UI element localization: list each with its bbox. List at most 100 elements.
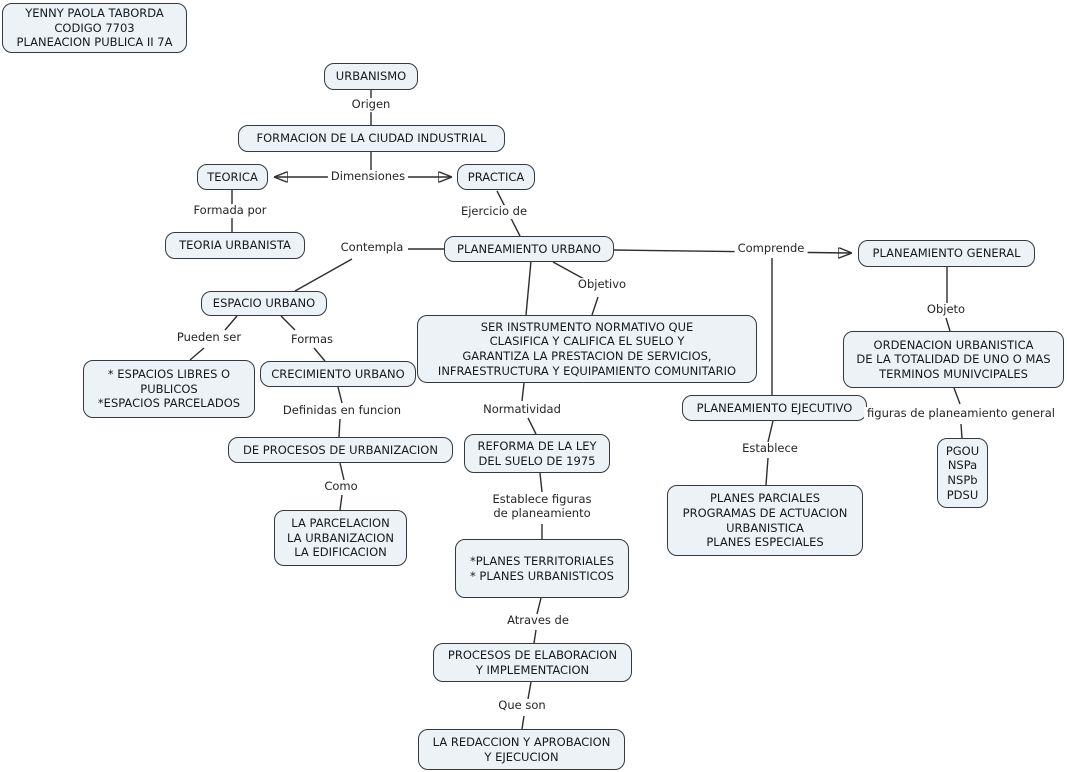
link-label-comprende[interactable]: Comprende <box>734 241 808 256</box>
node-planeamiento-urbano[interactable]: PLANEAMIENTO URBANO <box>444 236 614 262</box>
connector-line <box>294 258 353 292</box>
node-text-line: URBANISTICA <box>726 520 804 535</box>
node-text-line: ESPACIO URBANO <box>212 296 316 311</box>
node-text-line: YENNY PAOLA TABORDA <box>25 6 164 21</box>
connector-line <box>527 681 532 700</box>
connector-line <box>338 418 341 438</box>
node-practica[interactable]: PRACTICA <box>457 164 535 190</box>
connector-line <box>539 472 543 493</box>
node-text-line: LA REDACCION Y APROBACION <box>432 734 611 749</box>
connector-line <box>339 494 343 511</box>
node-text-line: GARANTIZA LA PRESTACION DE SERVICIOS, <box>462 349 712 363</box>
link-label-atraves-de[interactable]: Atraves de <box>504 613 572 628</box>
link-label-contempla[interactable]: Contempla <box>337 240 407 255</box>
node-crecimiento-urbano[interactable]: CRECIMIENTO URBANO <box>260 361 416 387</box>
link-label-text-line: Formada por <box>193 203 267 218</box>
link-label-text-line: de planeamiento <box>493 506 591 520</box>
node-text-line: CLASIFICA Y CALIFICA EL SUELO Y <box>489 334 685 349</box>
node-text-line: PROGRAMAS DE ACTUACION <box>682 505 848 520</box>
link-label-text-line: Normatividad <box>483 402 561 417</box>
link-label-objetivo[interactable]: Objetivo <box>574 277 630 292</box>
link-label-como[interactable]: Como <box>321 479 361 494</box>
node-text-line: PROCESOS DE ELABORACION <box>447 647 618 662</box>
link-label-text-line: figuras de planeamiento general <box>867 406 1055 421</box>
link-label-text-line: Que son <box>498 698 546 713</box>
link-label-establece[interactable]: Establece <box>739 441 801 456</box>
link-label-origen[interactable]: Origen <box>348 97 394 112</box>
node-text-line: NSPb <box>947 473 978 487</box>
node-text-line: PLANEAMIENTO EJECUTIVO <box>696 400 853 415</box>
link-label-que-son[interactable]: Que son <box>495 698 549 713</box>
link-label-text-line: Definidas en funcion <box>282 403 402 418</box>
link-label-text-line: Objetivo <box>577 277 627 292</box>
node-text-line: INFRAESTRUCTURA Y EQUIPAMIENTO COMUNITAR… <box>437 363 737 378</box>
node-text-line: PGOU <box>945 443 980 458</box>
node-text-line: * ESPACIOS LIBRES O <box>107 367 231 382</box>
link-label-formada-por[interactable]: Formada por <box>190 203 270 218</box>
link-label-figuras-planeamiento-general[interactable]: figuras de planeamiento general <box>864 406 1058 421</box>
connector-line <box>521 715 525 730</box>
connector-line <box>953 387 961 405</box>
node-text-line: PRACTICA <box>467 169 525 184</box>
node-teoria-urbanista[interactable]: TEORIA URBANISTA <box>165 232 305 259</box>
node-text-line: CRECIMIENTO URBANO <box>271 366 405 381</box>
node-planeamiento-ejecutivo[interactable]: PLANEAMIENTO EJECUTIVO <box>682 395 867 421</box>
node-text-line: *ESPACIOS PARCELADOS <box>97 396 241 411</box>
connector-line <box>280 315 296 331</box>
node-text-line: *PLANES TERRITORIALES <box>469 553 614 568</box>
node-planeamiento-general[interactable]: PLANEAMIENTO GENERAL <box>858 240 1035 267</box>
link-label-text-line: Establece figuras <box>492 492 592 507</box>
connector-line <box>339 462 345 481</box>
link-label-text-line: Como <box>324 479 358 494</box>
link-label-ejercicio-de[interactable]: Ejercicio de <box>457 204 531 219</box>
node-formacion-ciudad-industrial[interactable]: FORMACION DE LA CIUDAD INDUSTRIAL <box>238 125 505 152</box>
link-label-text-line: Comprende <box>737 241 805 256</box>
node-text-line: LA PARCELACION <box>291 516 390 531</box>
link-label-text-line: Atraves de <box>507 613 569 628</box>
connector-line <box>525 260 532 316</box>
node-text-line: DEL SUELO DE 1975 <box>478 453 596 468</box>
node-espacio-urbano[interactable]: ESPACIO URBANO <box>201 291 327 316</box>
link-label-pueden-ser[interactable]: Pueden ser <box>173 330 245 345</box>
link-label-objeto[interactable]: Objeto <box>923 302 969 317</box>
node-text-line: PLANES ESPECIALES <box>706 535 824 550</box>
link-label-text-line: Origen <box>351 97 391 112</box>
node-text-line: DE LA TOTALIDAD DE UNO O MAS <box>856 352 1051 367</box>
node-teorica[interactable]: TEORICA <box>197 164 268 190</box>
node-text-line: PLANEAMIENTO GENERAL <box>872 246 1021 261</box>
node-de-procesos-de-urbanizacion[interactable]: DE PROCESOS DE URBANIZACION <box>228 437 453 463</box>
node-text-line: PDSU <box>946 487 979 502</box>
node-text-line: PLANEAMIENTO URBANO <box>457 241 601 256</box>
connector-line <box>767 420 774 443</box>
node-text-line: PLANEACION PUBLICA II 7A <box>16 35 173 50</box>
node-text-line: SER INSTRUMENTO NORMATIVO QUE <box>480 319 694 334</box>
node-text-line: PLANES PARCIALES <box>709 491 821 506</box>
node-text-line: PUBLICOS <box>140 381 198 396</box>
connector-line <box>189 347 205 361</box>
node-urbanismo[interactable]: URBANISMO <box>324 63 418 90</box>
connector-line <box>521 382 525 402</box>
link-label-normatividad[interactable]: Normatividad <box>480 402 564 417</box>
link-label-formas[interactable]: Formas <box>287 332 337 347</box>
node-text-line: * PLANES URBANISTICOS <box>470 568 614 583</box>
node-planes-territoriales-urbanisticos[interactable]: *PLANES TERRITORIALES* PLANES URBANISTIC… <box>455 539 629 598</box>
connector-lines <box>189 90 963 730</box>
connector-line <box>337 386 343 404</box>
link-label-dimensiones[interactable]: Dimensiones <box>327 169 409 184</box>
link-label-text-line: Dimensiones <box>330 169 406 184</box>
connector-line <box>224 315 238 331</box>
link-label-definidas-en-funcion[interactable]: Definidas en funcion <box>279 403 405 418</box>
